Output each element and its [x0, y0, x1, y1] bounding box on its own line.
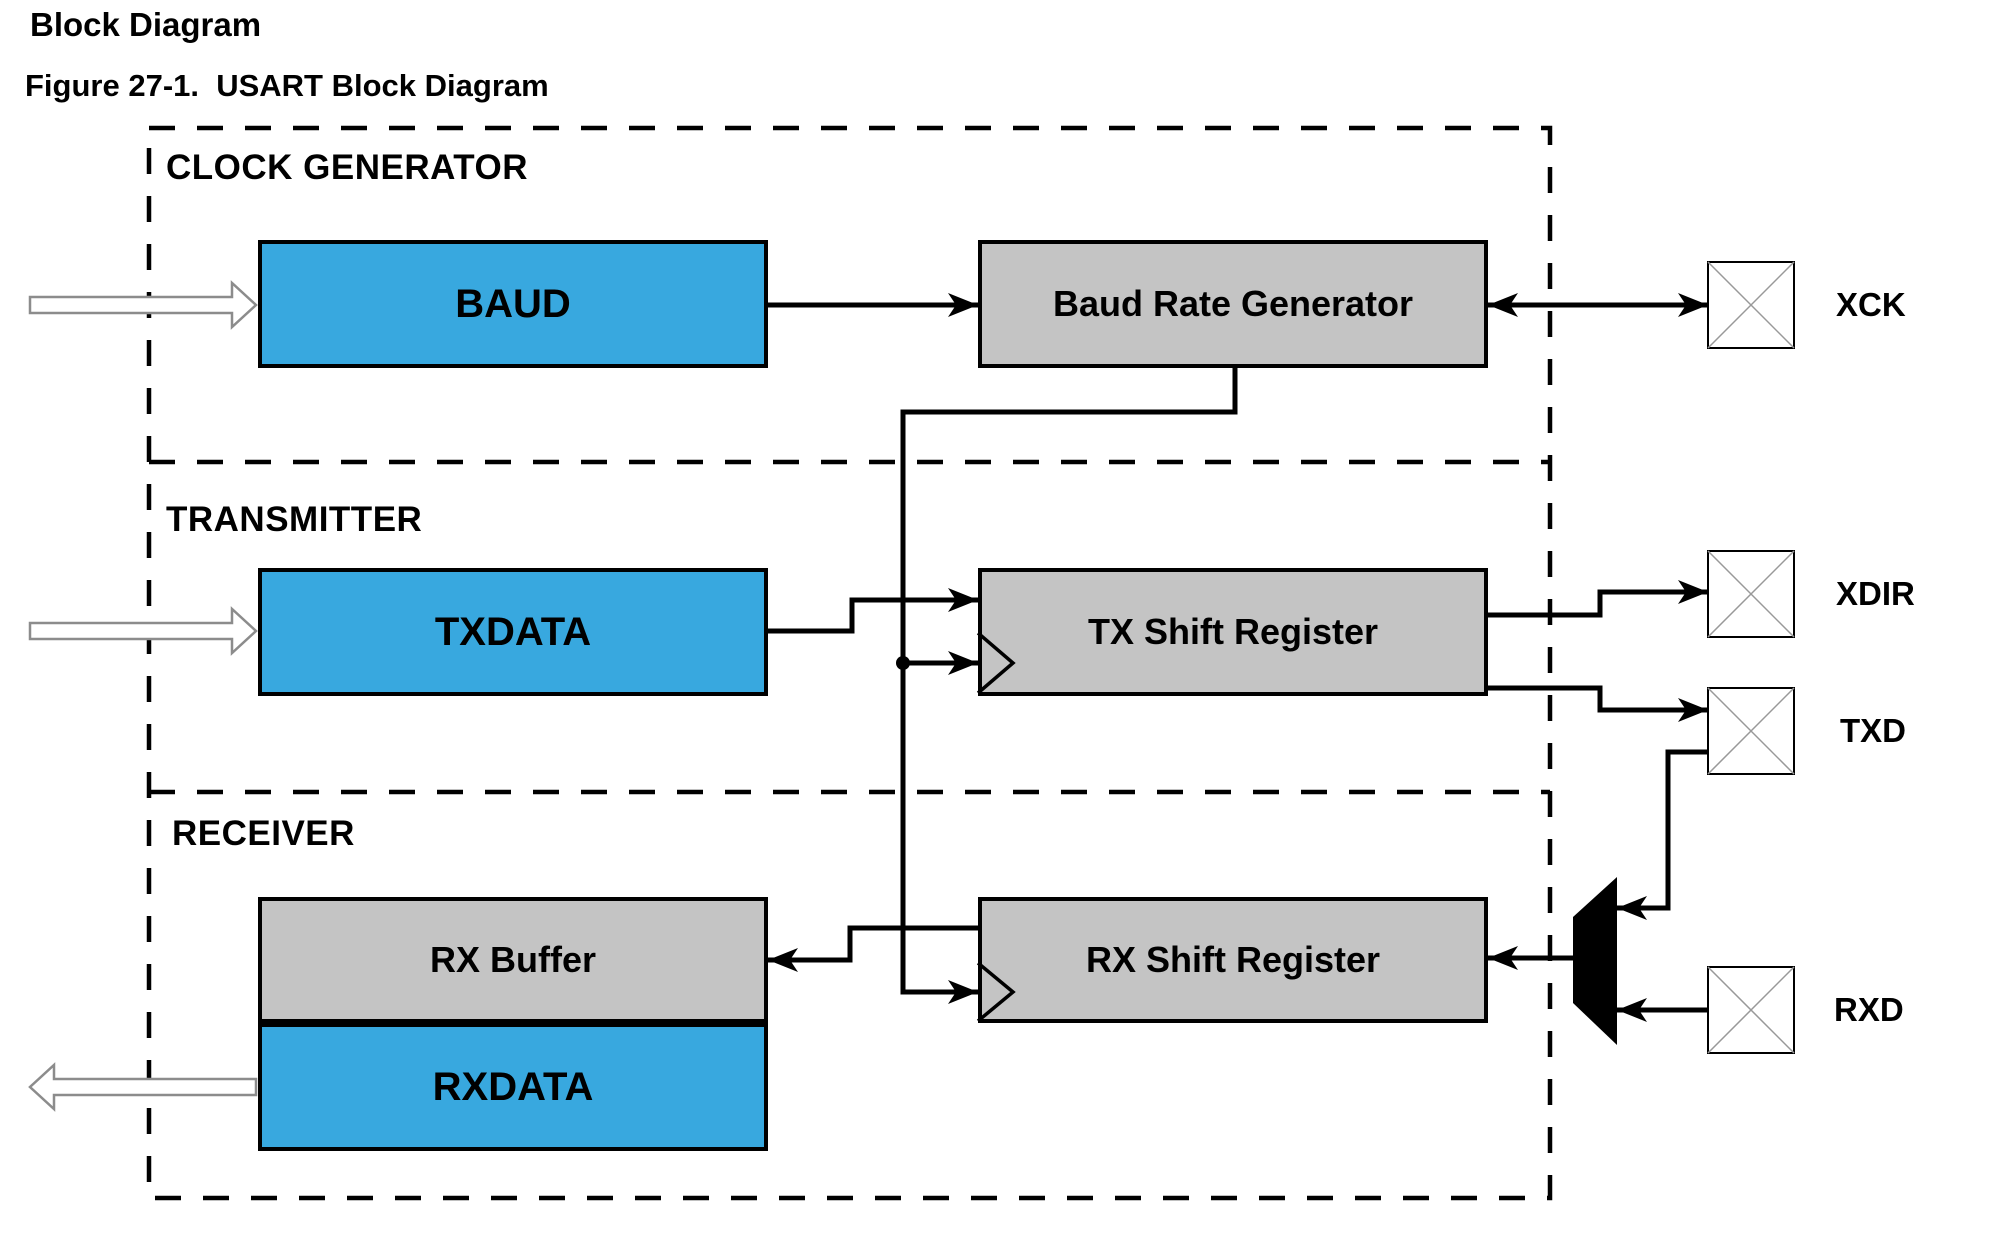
block-rx-buffer: RX Buffer — [258, 897, 768, 1023]
section-label-receiver: RECEIVER — [172, 814, 355, 853]
wire-txsr-to-xdir — [1488, 580, 1708, 618]
pin-label-rxd: RXD — [1834, 991, 1904, 1028]
wire-txsr-to-txd — [1488, 685, 1708, 722]
open-arrow-into-txdata-icon — [28, 606, 258, 656]
wire-txdata-to-txsr — [768, 588, 978, 634]
pin-rxd-icon — [1707, 966, 1795, 1054]
open-bus-arrows — [28, 280, 258, 1112]
open-arrow-out-of-rxdata-icon — [28, 1062, 258, 1112]
pin-label-xdir: XDIR — [1836, 575, 1915, 612]
pin-label-txd: TXD — [1840, 712, 1906, 749]
io-pin-pads — [1707, 261, 1795, 1054]
page-title: Block Diagram — [30, 6, 262, 43]
block-rx-shift-register: RX Shift Register — [978, 897, 1488, 1023]
pin-xck-icon — [1707, 261, 1795, 349]
pin-xdir-icon — [1707, 550, 1795, 638]
wire-txd-feedback-to-mux — [1617, 749, 1708, 920]
block-rxdata: RXDATA — [258, 1023, 768, 1151]
block-baud: BAUD — [258, 240, 768, 368]
pin-label-xck: XCK — [1836, 286, 1906, 323]
rx-source-mux-shape — [1573, 877, 1617, 1045]
wire-junction-dot — [896, 656, 910, 670]
section-label-clock-generator: CLOCK GENERATOR — [166, 148, 529, 187]
pin-txd-icon — [1707, 687, 1795, 775]
open-arrow-into-baud-icon — [28, 280, 258, 330]
block-txdata: TXDATA — [258, 568, 768, 696]
block-tx-shift-register: TX Shift Register — [978, 568, 1488, 696]
block-baud-rate-generator: Baud Rate Generator — [978, 240, 1488, 368]
wire-rxsr-to-rxbuffer — [768, 925, 978, 972]
section-label-transmitter: TRANSMITTER — [166, 500, 423, 539]
figure-caption: Figure 27-1. USART Block Diagram — [25, 68, 549, 103]
